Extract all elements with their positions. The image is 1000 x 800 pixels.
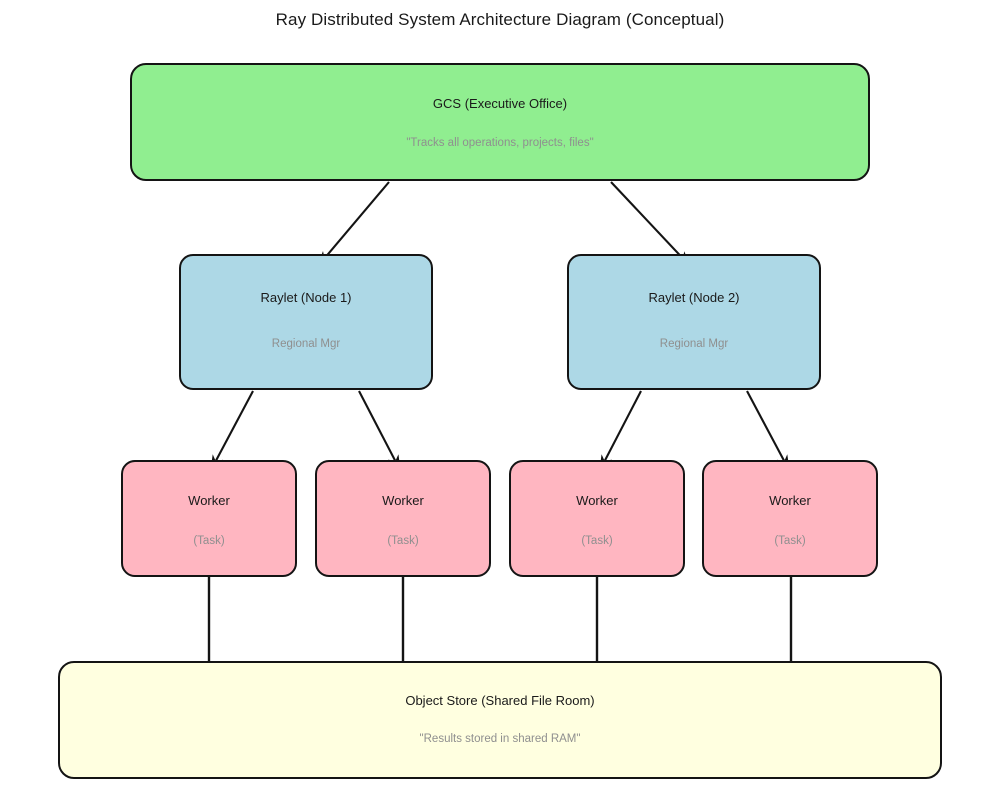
node-object-store-title: Object Store (Shared File Room) bbox=[405, 693, 595, 708]
arrow-raylet-2-to-worker-4 bbox=[746, 390, 790, 472]
node-raylet-2[interactable]: Raylet (Node 2) Regional Mgr bbox=[567, 254, 821, 390]
node-worker-2-title: Worker bbox=[382, 493, 424, 508]
node-worker-1[interactable]: Worker (Task) bbox=[121, 460, 297, 577]
node-gcs-subtitle: "Tracks all operations, projects, files" bbox=[406, 137, 594, 149]
arrow-raylet-1-to-worker-2 bbox=[358, 390, 401, 472]
node-raylet-1-subtitle: Regional Mgr bbox=[271, 338, 341, 350]
node-worker-2-subtitle: (Task) bbox=[387, 535, 419, 547]
node-worker-2[interactable]: Worker (Task) bbox=[315, 460, 491, 577]
page-title: Ray Distributed System Architecture Diag… bbox=[275, 10, 725, 29]
node-worker-1-title: Worker bbox=[188, 493, 230, 508]
node-worker-3-subtitle: (Task) bbox=[581, 535, 613, 547]
node-worker-4-subtitle: (Task) bbox=[774, 535, 806, 547]
node-raylet-1-title: Raylet (Node 1) bbox=[260, 290, 352, 305]
node-object-store-subtitle: "Results stored in shared RAM" bbox=[419, 733, 581, 745]
node-worker-3-title: Worker bbox=[576, 493, 618, 508]
node-raylet-1[interactable]: Raylet (Node 1) Regional Mgr bbox=[179, 254, 433, 390]
arrow-raylet-2-to-worker-3 bbox=[599, 390, 642, 472]
node-worker-4-title: Worker bbox=[769, 493, 811, 508]
node-object-store[interactable]: Object Store (Shared File Room) "Results… bbox=[58, 661, 942, 779]
node-raylet-2-subtitle: Regional Mgr bbox=[659, 338, 729, 350]
node-gcs[interactable]: GCS (Executive Office) "Tracks all opera… bbox=[130, 63, 870, 181]
node-gcs-title: GCS (Executive Office) bbox=[432, 96, 568, 111]
node-worker-3[interactable]: Worker (Task) bbox=[509, 460, 685, 577]
arrow-raylet-1-to-worker-1 bbox=[210, 390, 254, 472]
node-raylet-2-title: Raylet (Node 2) bbox=[648, 290, 740, 305]
node-worker-4[interactable]: Worker (Task) bbox=[702, 460, 878, 577]
node-worker-1-subtitle: (Task) bbox=[193, 535, 225, 547]
